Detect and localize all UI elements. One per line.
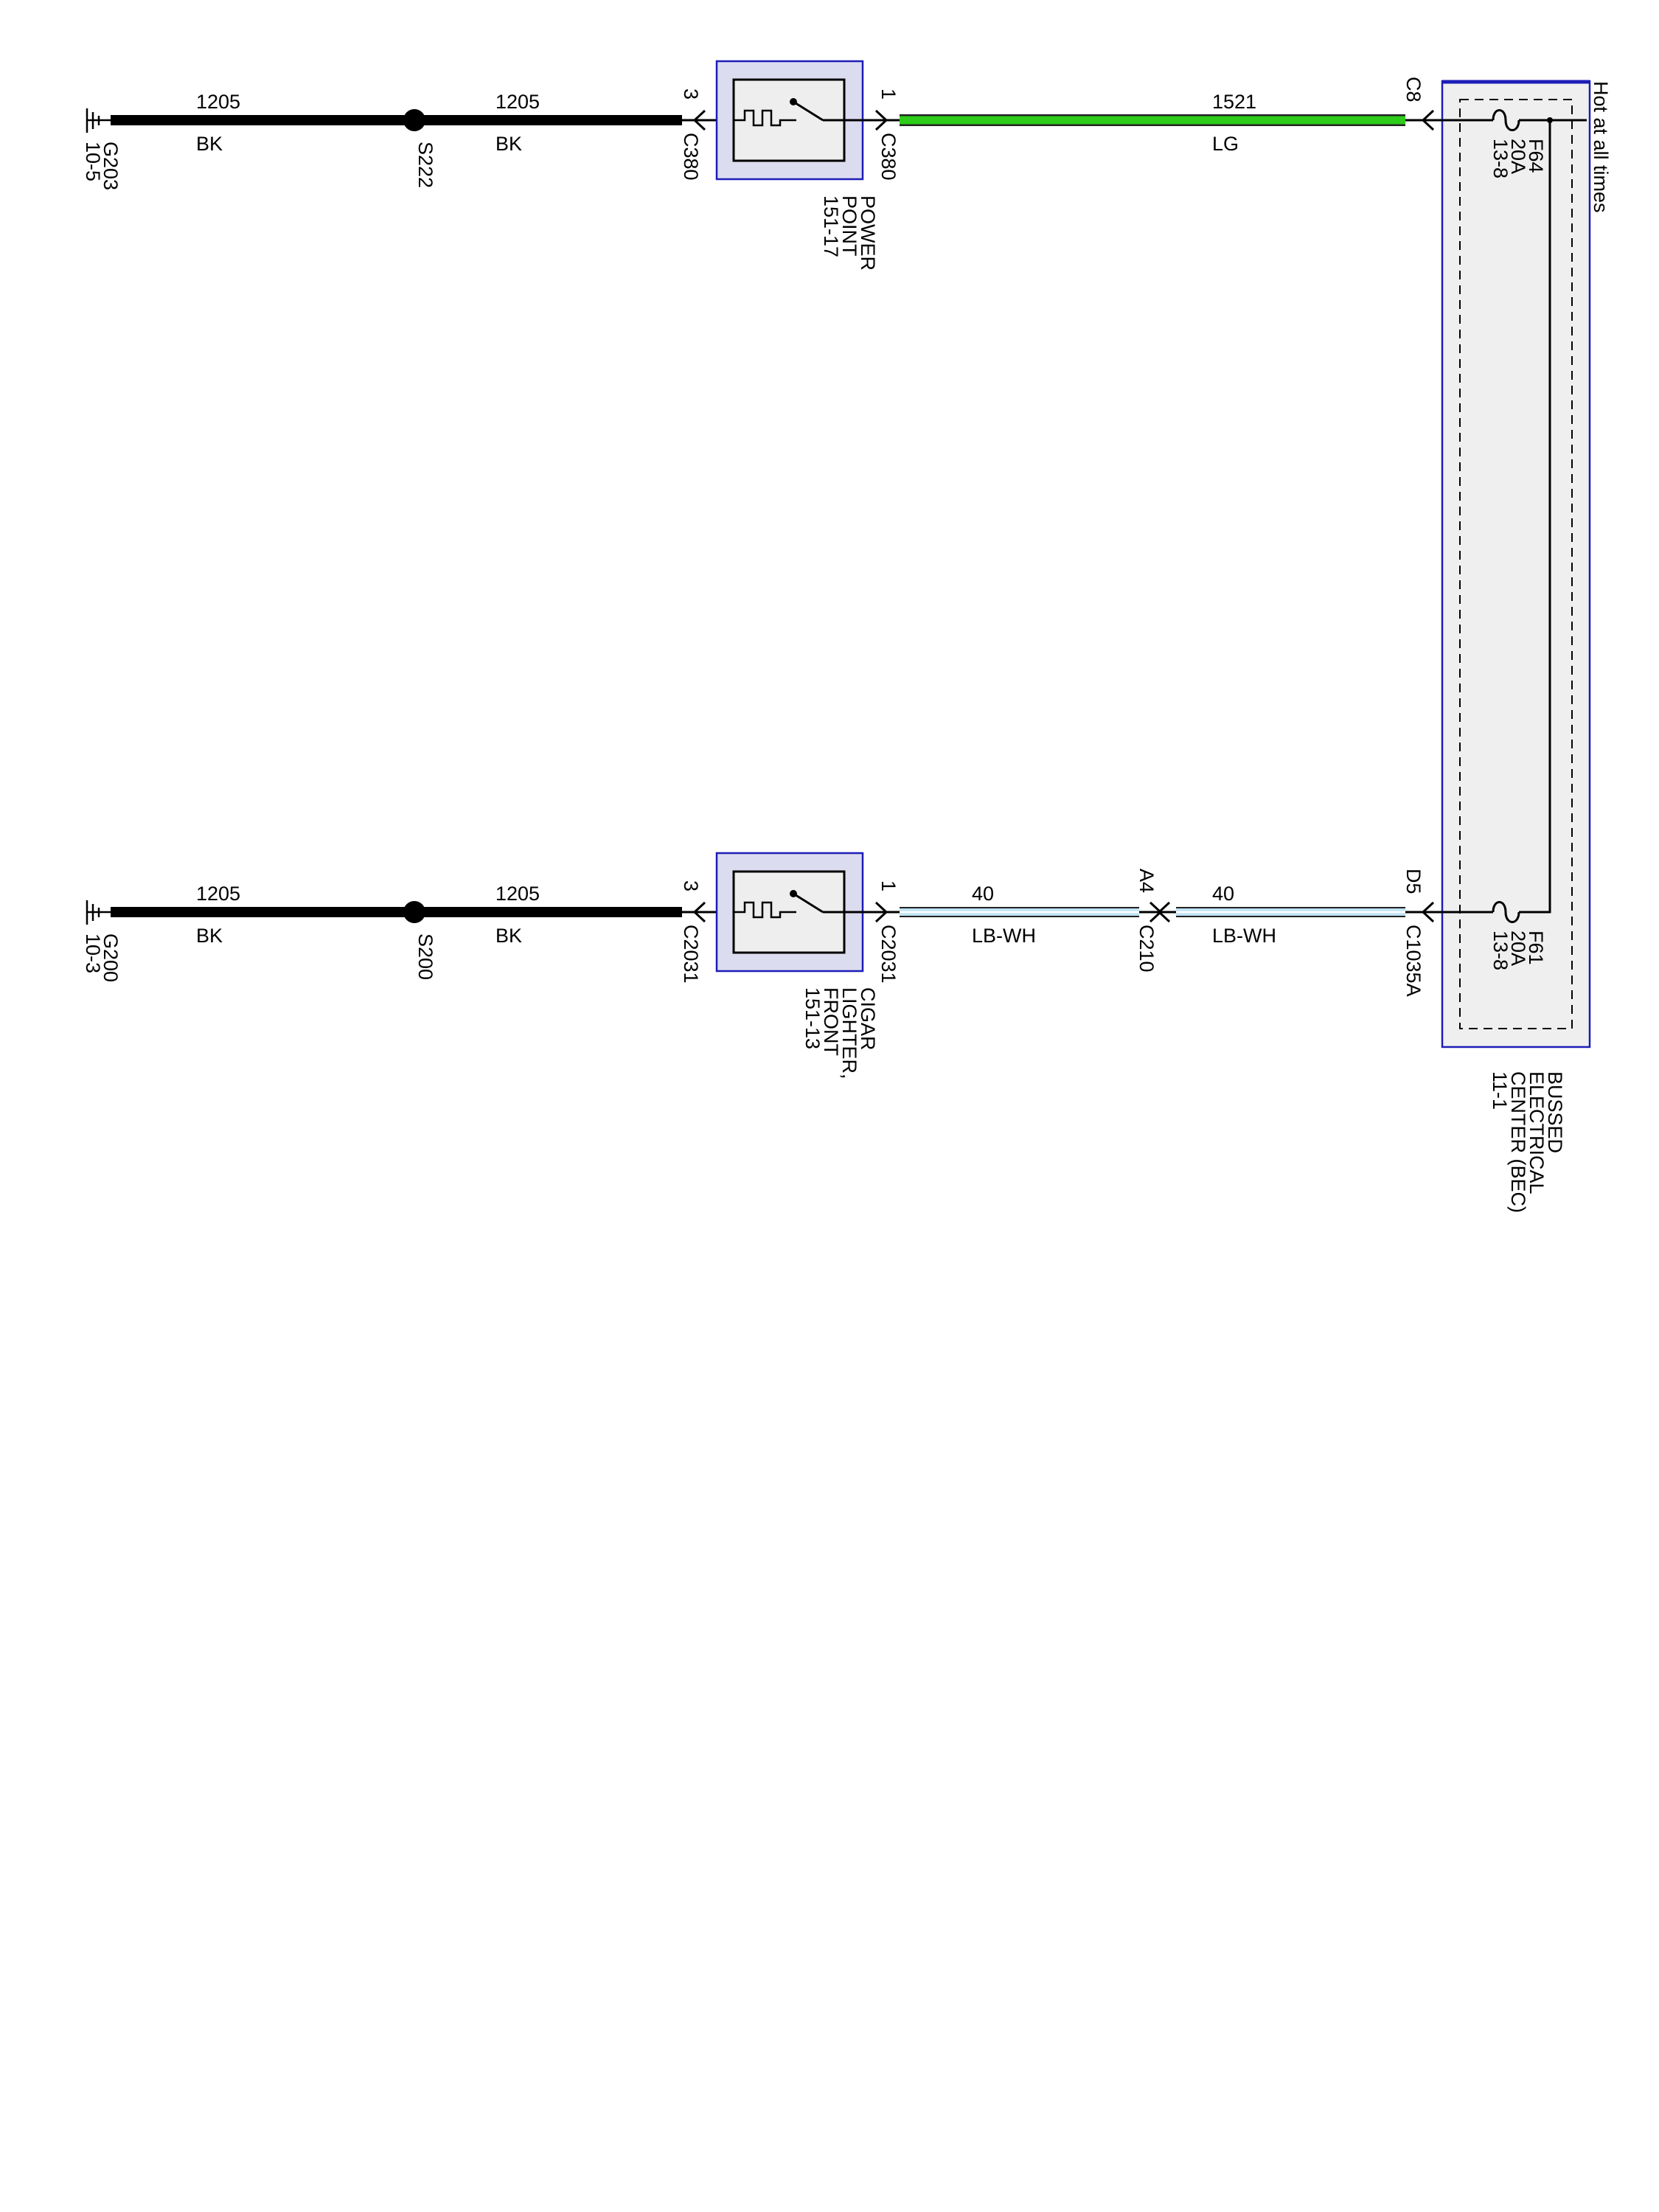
wire-1205-color-b: BK bbox=[495, 925, 522, 947]
bec-dashed-boundary bbox=[1459, 99, 1573, 1029]
bec-label-line-2: ELECTRICAL bbox=[1526, 1071, 1548, 1194]
fuse-f61-id: F61 bbox=[1525, 931, 1547, 965]
fuse-f64-symbol bbox=[1492, 109, 1520, 131]
pin-3-label-top: 3 bbox=[680, 88, 702, 100]
bec-label-line-4: 11-1 bbox=[1489, 1071, 1511, 1110]
splice-s222-dot bbox=[403, 109, 425, 131]
fuse-f61-rating: 20A bbox=[1507, 931, 1529, 966]
splice-s200-label: S200 bbox=[414, 933, 437, 980]
bec-label-line-3: CENTER (BEC) bbox=[1507, 1071, 1529, 1213]
power-point-label-line-1: POWER bbox=[857, 195, 879, 271]
connector-chevron-icon bbox=[1421, 109, 1435, 131]
cigar-lighter-label-line-3: FRONT bbox=[820, 987, 842, 1056]
fuse-f64-id: F64 bbox=[1525, 139, 1547, 173]
circuit-cigar-lighter: G200 10-3 1205 BK 1205 BK S200 3 C2031 bbox=[82, 852, 1484, 1079]
bec-module: Hot at all times BUSSED ELECTRICAL CENTE… bbox=[1441, 80, 1612, 1213]
pin-1-label-bottom: 1 bbox=[877, 880, 900, 891]
inline-pin-a4-label: A4 bbox=[1135, 869, 1158, 893]
wire-1205-number-a: 1205 bbox=[196, 91, 240, 113]
bec-label-line-1: BUSSED bbox=[1544, 1071, 1566, 1153]
connector-chevron-icon bbox=[1157, 901, 1171, 923]
wire-1205-color-a: BK bbox=[196, 133, 223, 155]
wire-1205-color-b: BK bbox=[495, 133, 522, 155]
fuse-f61-symbol bbox=[1492, 901, 1520, 923]
wire-1205-color-a: BK bbox=[196, 925, 223, 947]
bec-box bbox=[1441, 80, 1591, 1048]
ground-icon bbox=[86, 900, 111, 925]
ground-g203-page: 10-5 bbox=[82, 142, 104, 181]
circuit-power-point: G203 10-5 1205 BK 1205 BK S222 3 C380 bbox=[82, 60, 1484, 271]
splice-s222-label: S222 bbox=[414, 142, 437, 188]
wire-1521-color: LG bbox=[1212, 133, 1239, 155]
wire-1205-number-a: 1205 bbox=[196, 883, 240, 905]
fuse-f64-page: 13-8 bbox=[1489, 139, 1512, 178]
ground-g200-page: 10-3 bbox=[82, 933, 104, 973]
ground-g200-id: G200 bbox=[100, 933, 122, 982]
power-point-label-line-2: POINT bbox=[838, 195, 860, 257]
bec-pin-d5-label: D5 bbox=[1402, 869, 1425, 894]
cigar-lighter-label-line-1: CIGAR bbox=[857, 987, 879, 1051]
cigar-lighter-label-line-4: 151-13 bbox=[801, 987, 824, 1049]
ground-icon bbox=[86, 108, 111, 133]
wire-40-number-c: 40 bbox=[972, 883, 994, 905]
connector-c380-out-label: C380 bbox=[877, 133, 900, 181]
power-point-label-line-3: 151-17 bbox=[820, 195, 842, 257]
wire-1205-number-b: 1205 bbox=[495, 91, 540, 113]
connector-chevron-icon bbox=[1421, 901, 1435, 923]
ground-g203-id: G203 bbox=[100, 142, 122, 190]
connector-c2031-out-label: C2031 bbox=[877, 925, 900, 984]
fuse-f61-page: 13-8 bbox=[1489, 931, 1512, 970]
wire-40-number-d: 40 bbox=[1212, 883, 1234, 905]
pin-3-label-bottom: 3 bbox=[680, 880, 702, 891]
hot-at-all-times-label: Hot at all times bbox=[1590, 81, 1612, 213]
bec-internal-bus bbox=[1519, 120, 1551, 914]
heating-element-icon bbox=[734, 901, 796, 919]
fuse-f64-rating: 20A bbox=[1507, 139, 1529, 174]
inline-connector-c210-label: C210 bbox=[1135, 925, 1158, 973]
wire-40-color-d: LB-WH bbox=[1212, 925, 1276, 947]
switch-contact-icon bbox=[793, 100, 824, 122]
bec-pin-c8-label: C8 bbox=[1402, 77, 1425, 102]
splice-s200-dot bbox=[403, 901, 425, 923]
wire-40-color-c: LB-WH bbox=[972, 925, 1036, 947]
bec-connector-c1035a-label: C1035A bbox=[1402, 925, 1425, 997]
connector-c2031-in-label: C2031 bbox=[680, 925, 702, 984]
wire-1205-number-b: 1205 bbox=[495, 883, 540, 905]
wire-1521-number: 1521 bbox=[1212, 91, 1256, 113]
switch-contact-icon bbox=[793, 892, 824, 914]
connector-chevron-icon bbox=[874, 109, 888, 131]
pin-1-label-top: 1 bbox=[877, 88, 900, 100]
connector-chevron-icon bbox=[874, 901, 888, 923]
heating-element-icon bbox=[734, 109, 796, 127]
connector-c380-in-label: C380 bbox=[680, 133, 702, 181]
cigar-lighter-label-line-2: LIGHTER, bbox=[838, 987, 860, 1079]
